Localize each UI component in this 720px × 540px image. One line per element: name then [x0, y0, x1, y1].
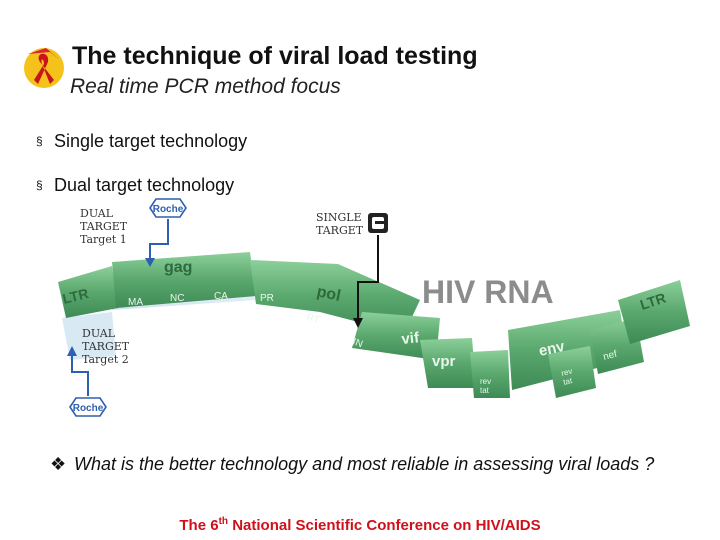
segment-label-rt: RT [305, 312, 320, 326]
bullet-dual-target: §Dual target technology [36, 175, 234, 196]
segment-label-ma: MA [128, 297, 143, 308]
bullet-text: Single target technology [54, 131, 247, 151]
segment-label-pr: PR [260, 293, 274, 304]
roche-logo-top: Roche [150, 199, 186, 217]
footer-post: National Scientific Conference on HIV/AI… [228, 517, 541, 534]
bullet-marker: § [36, 178, 54, 192]
label-line: DUAL [80, 207, 127, 220]
label-line: SINGLE [316, 211, 363, 224]
label-dual-target-2: DUAL TARGET Target 2 [82, 327, 129, 366]
segment-label-nc: NC [170, 293, 184, 304]
svg-text:Roche: Roche [153, 204, 184, 215]
question-marker: ❖ [50, 452, 70, 477]
question-text: What is the better technology and most r… [74, 452, 690, 477]
bullet-marker: § [36, 134, 54, 148]
slide-title: The technique of viral load testing [72, 42, 478, 71]
bullet-text: Dual target technology [54, 175, 234, 195]
label-line: TARGET [82, 340, 129, 353]
genome-title: HIV RNA [422, 274, 554, 310]
label-line: TARGET [316, 224, 363, 237]
label-line: DUAL [82, 327, 129, 340]
roche-logo-bottom: Roche [70, 398, 106, 416]
question: ❖ What is the better technology and most… [50, 452, 690, 477]
segment-label-rev-tat-1-tat: tat [480, 386, 490, 395]
segment-label-ca: CA [214, 291, 228, 302]
svg-text:Roche: Roche [73, 403, 104, 414]
bullet-single-target: §Single target technology [36, 131, 247, 152]
label-dual-target-1: DUAL TARGET Target 1 [80, 207, 127, 246]
footer-sup: th [219, 516, 228, 527]
segment-label-gag: gag [164, 259, 192, 276]
abbott-logo-icon [368, 213, 388, 233]
segment-label-vif: vif [401, 329, 421, 348]
genome-segment-ltr-right [618, 280, 690, 344]
slide-subtitle: Real time PCR method focus [70, 75, 341, 99]
segment-label-vpr: vpr [432, 353, 456, 370]
segment-label-rev-tat-1-rev: rev [480, 377, 491, 386]
genome-segment-rev-tat-1 [470, 350, 510, 398]
label-line: Target 1 [80, 233, 127, 246]
footer-pre: The 6 [179, 517, 218, 534]
label-single-target: SINGLE TARGET [316, 211, 363, 237]
label-line: TARGET [80, 220, 127, 233]
label-line: Target 2 [82, 353, 129, 366]
footer: The 6th National Scientific Conference o… [0, 516, 720, 534]
ribbon-logo-icon [20, 40, 72, 92]
